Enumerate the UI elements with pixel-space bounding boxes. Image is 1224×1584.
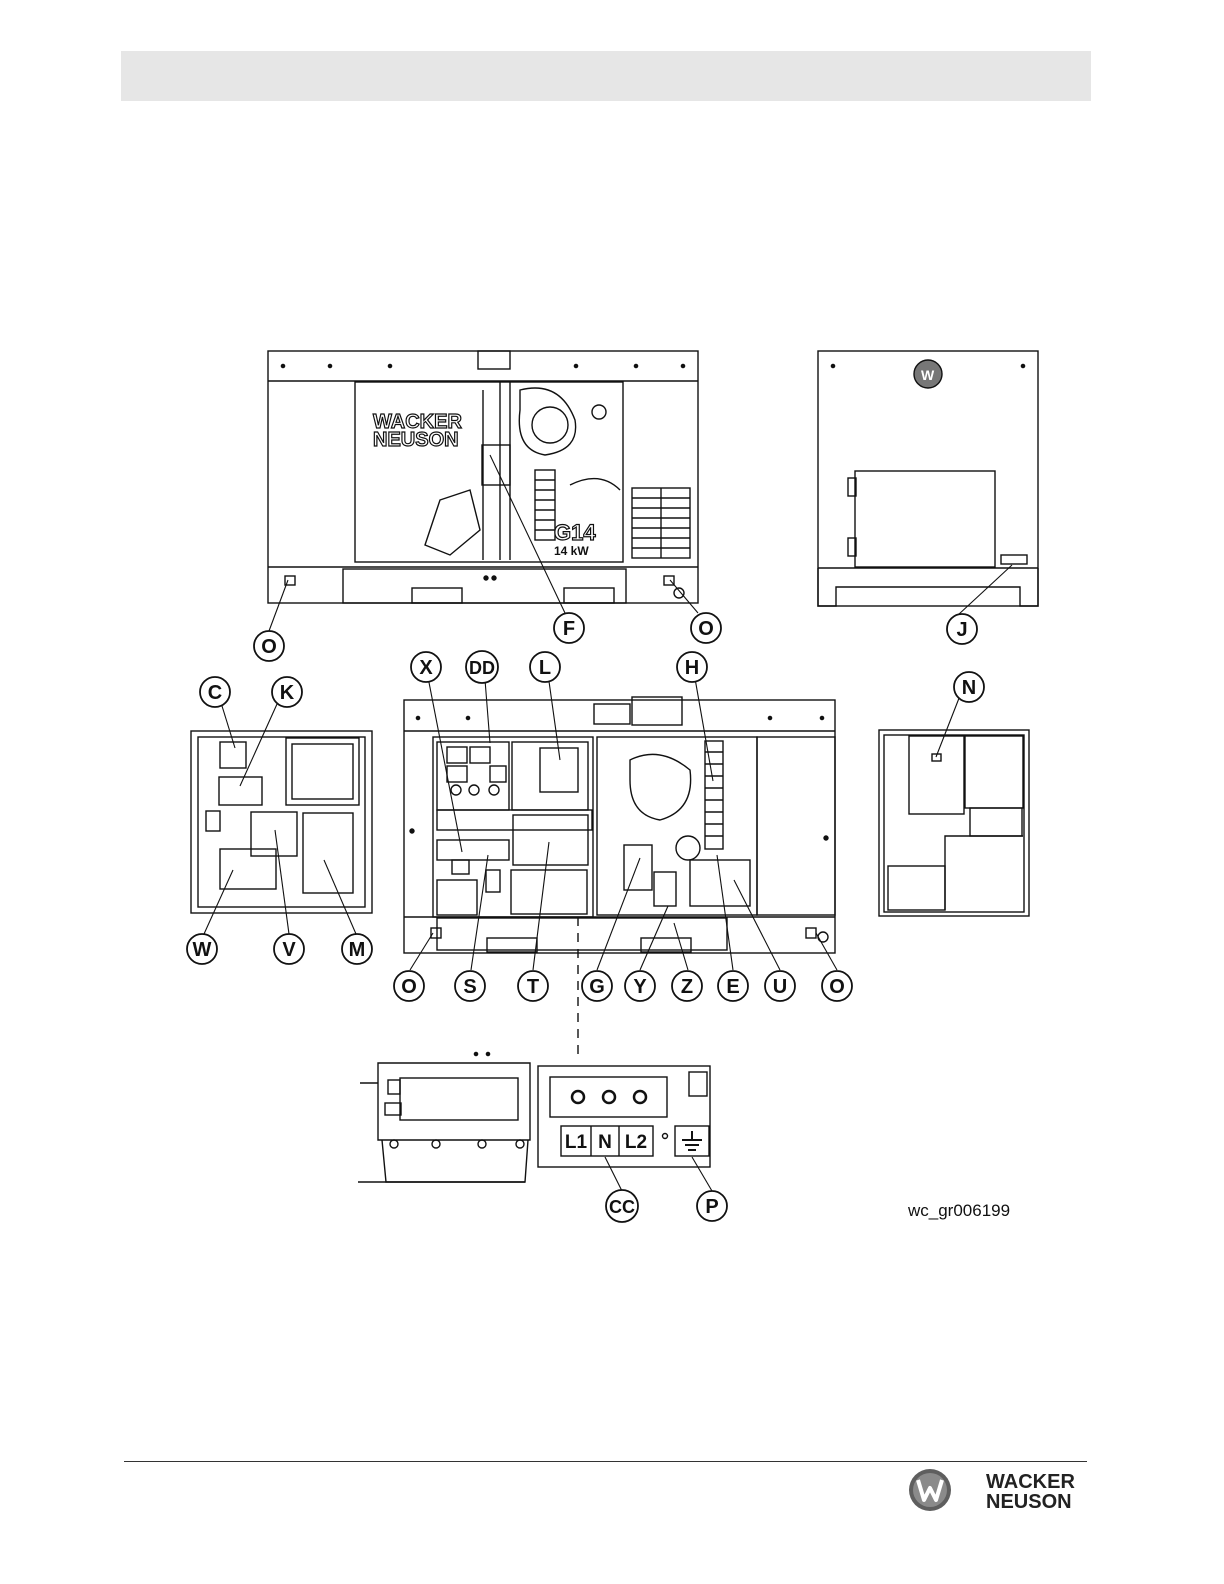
- callout-t: T: [527, 976, 539, 998]
- callout-v: V: [282, 939, 296, 961]
- callout-n: N: [962, 677, 976, 699]
- callout-h: H: [685, 657, 699, 679]
- callout-y: Y: [633, 976, 647, 998]
- l2-label: L2: [625, 1132, 647, 1153]
- callout-p: P: [705, 1196, 718, 1218]
- callout-dd: DD: [469, 658, 495, 678]
- callout-o4: O: [829, 976, 845, 998]
- callout-z: Z: [681, 976, 693, 998]
- callout-j: J: [956, 619, 967, 641]
- callout-o2: O: [698, 618, 714, 640]
- footer-brand-line1: WACKER: [986, 1472, 1075, 1492]
- rating-text: 14 kW: [554, 544, 589, 558]
- callout-e: E: [726, 976, 739, 998]
- svg-text:W: W: [921, 367, 935, 383]
- callout-o3: O: [401, 976, 417, 998]
- leader-lines: [204, 455, 1012, 1191]
- n-label: N: [598, 1132, 612, 1153]
- footer-brand-line2: NEUSON: [986, 1492, 1072, 1512]
- generator-open-view: [404, 697, 835, 953]
- callout-k: K: [280, 682, 295, 704]
- callout-w: W: [193, 939, 212, 961]
- callout-x: X: [419, 657, 433, 679]
- footer-rule: [124, 1461, 1087, 1462]
- callout-o1: O: [261, 636, 277, 658]
- door-inner-view: [191, 731, 372, 913]
- l1-label: L1: [565, 1132, 588, 1153]
- callout-s: S: [463, 976, 476, 998]
- generator-end-view: W: [818, 351, 1038, 606]
- generator-side-view: [268, 351, 698, 603]
- rear-inner-view: [879, 730, 1029, 916]
- callout-l: L: [539, 657, 551, 679]
- callout-m: M: [349, 939, 366, 961]
- model-text: G14: [554, 520, 596, 545]
- logo-line2-text: NEUSON: [373, 429, 459, 451]
- callout-f: F: [563, 618, 575, 640]
- callout-u: U: [773, 976, 787, 998]
- callout-c: C: [208, 682, 222, 704]
- figure-id: wc_gr006199: [908, 1201, 1010, 1221]
- callout-cc: CC: [609, 1197, 635, 1217]
- callout-g: G: [589, 976, 605, 998]
- output-panel-detail: [358, 917, 710, 1182]
